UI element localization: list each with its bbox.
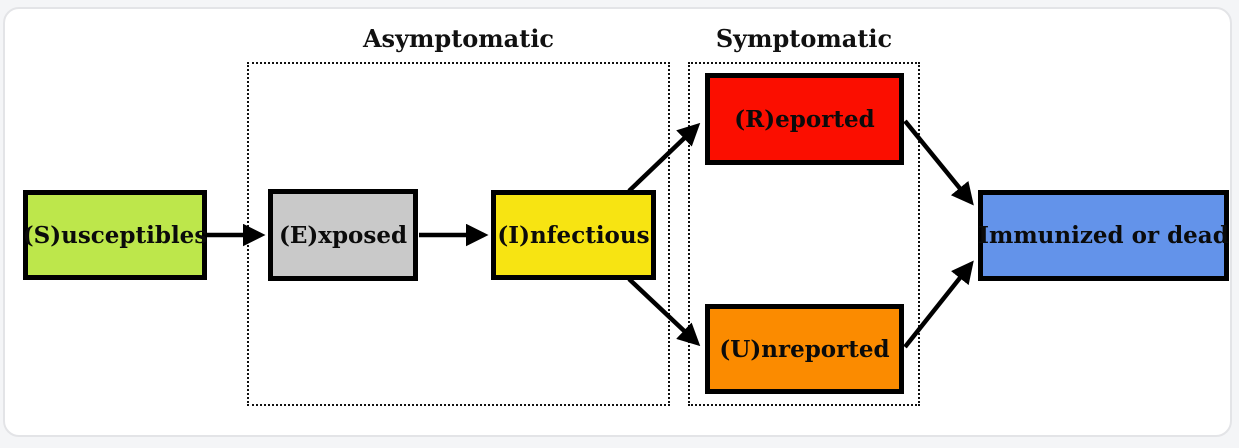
node-immunized-or-dead: Immunized or dead bbox=[978, 190, 1229, 281]
symptomatic-region-label: Symptomatic bbox=[715, 24, 893, 53]
node-susceptibles: (S)usceptibles bbox=[23, 190, 207, 280]
node-unreported: (U)nreported bbox=[705, 304, 904, 394]
asymptomatic-region-label: Asymptomatic bbox=[362, 24, 555, 53]
node-reported: (R)eported bbox=[705, 73, 904, 165]
symptomatic-region-frame bbox=[688, 62, 920, 406]
node-infectious: (I)nfectious bbox=[491, 190, 656, 280]
node-exposed: (E)xposed bbox=[268, 189, 418, 281]
